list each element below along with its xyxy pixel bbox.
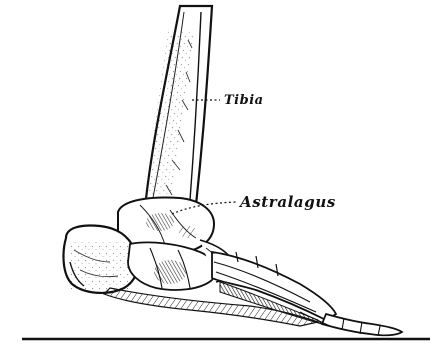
tibia-label: Tibia — [224, 94, 264, 107]
tibia-bone — [141, 6, 212, 208]
astragalus-label: Astralagus — [240, 195, 336, 210]
